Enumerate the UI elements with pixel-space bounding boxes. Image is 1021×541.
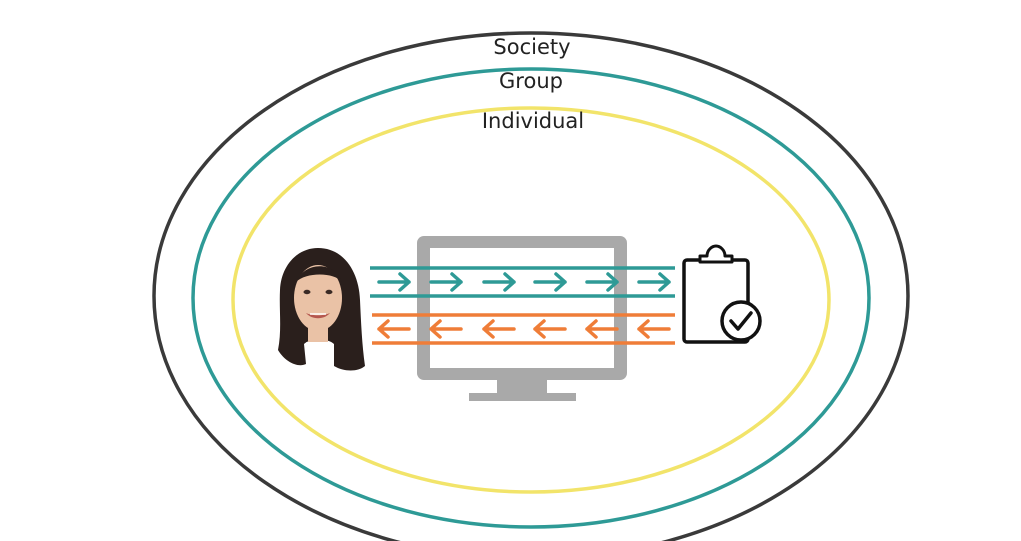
arrow-left-icon [637, 319, 671, 339]
incoming-flow [372, 313, 675, 345]
group-ring [191, 67, 871, 529]
group-label: Group [499, 69, 563, 93]
arrow-right-icon [637, 272, 671, 292]
arrow-left-icon [585, 319, 619, 339]
individual-label: Individual [481, 109, 585, 133]
arrow-left-icon [377, 319, 411, 339]
arrow-right-icon [429, 272, 463, 292]
arrow-left-icon [533, 319, 567, 339]
society-ring [152, 31, 910, 541]
arrow-left-icon [482, 319, 516, 339]
woman-portrait-icon [278, 248, 365, 371]
arrow-left-icon [429, 319, 463, 339]
individual-ring [231, 106, 831, 494]
computer-monitor-icon [417, 236, 627, 401]
arrow-right-icon [585, 272, 619, 292]
society-label: Society [493, 35, 571, 59]
outgoing-flow [370, 266, 675, 298]
clipboard-check-icon [682, 244, 762, 344]
arrow-right-icon [533, 272, 567, 292]
arrow-right-icon [482, 272, 516, 292]
arrow-right-icon [377, 272, 411, 292]
